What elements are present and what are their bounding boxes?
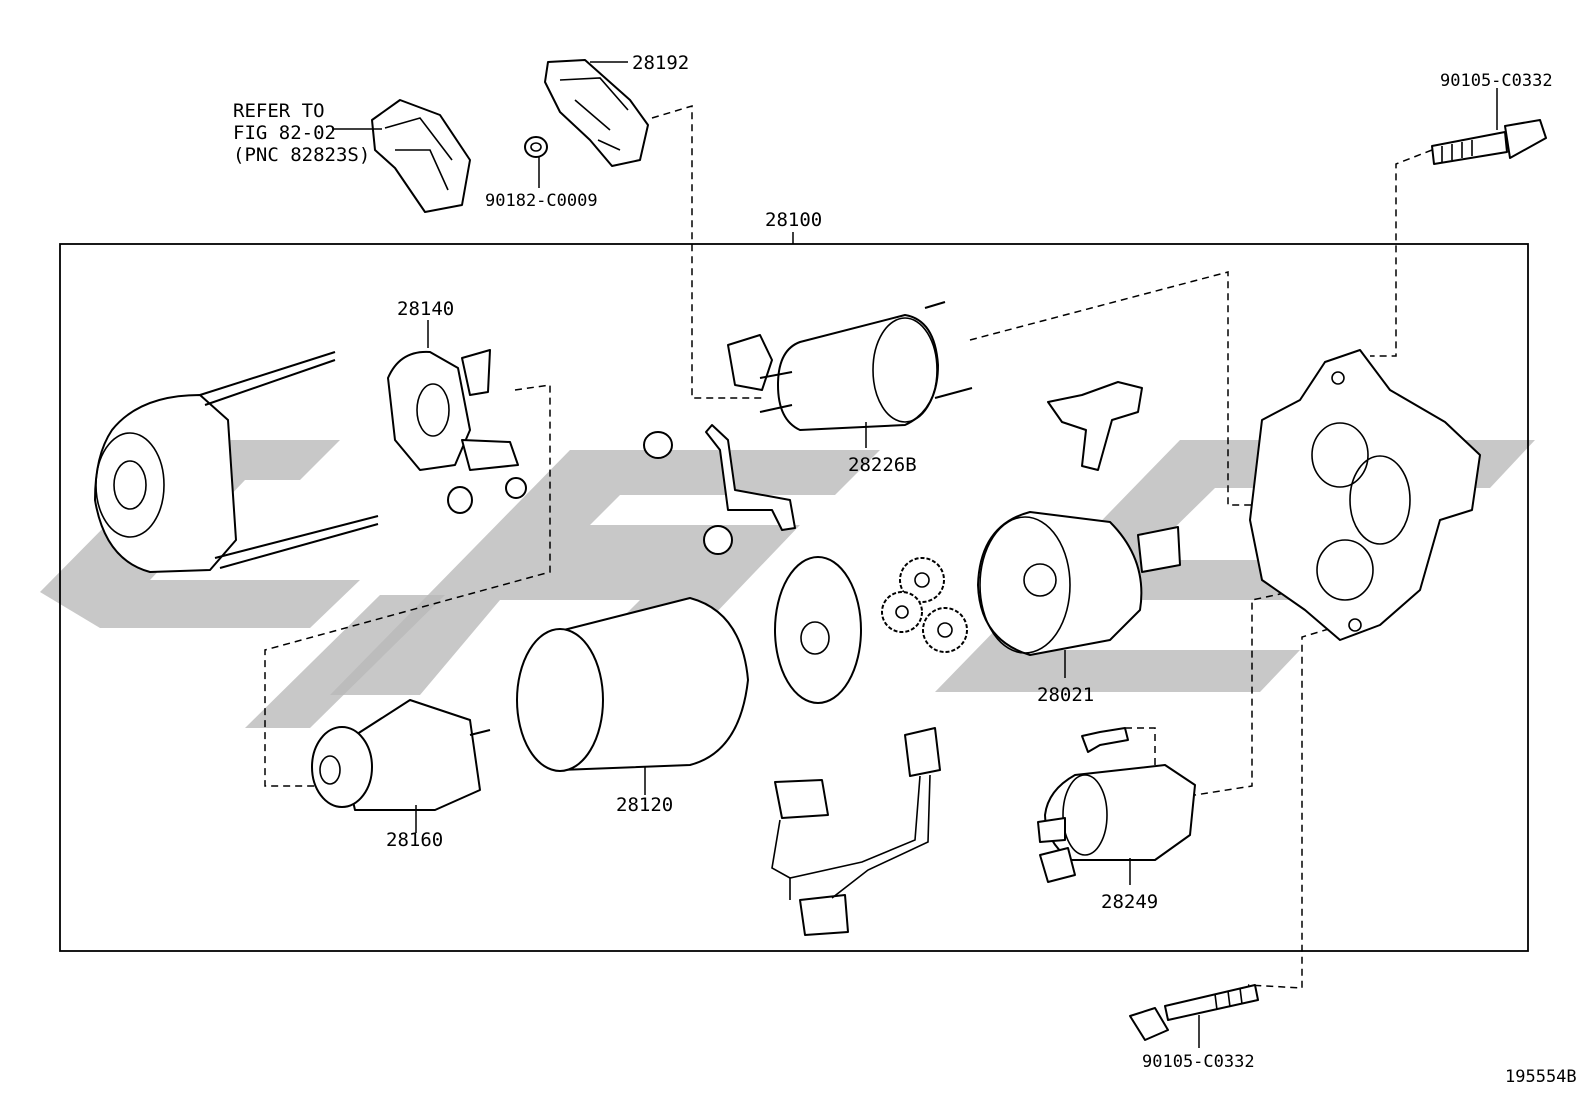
- part-small-hardware: [643, 424, 796, 555]
- part-28160-armature: [311, 699, 491, 811]
- label-28226B: 28226B: [848, 454, 917, 476]
- part-drive-housing: [1249, 349, 1481, 641]
- part-washer-plate: [774, 556, 862, 704]
- label-28160: 28160: [386, 829, 443, 851]
- part-28120-yoke: [516, 597, 749, 772]
- part-idler-gears: [881, 557, 968, 653]
- label-28100: 28100: [765, 209, 822, 231]
- part-90105-bolt-top: [1431, 119, 1547, 165]
- part-28226B-magnet-switch: [727, 301, 973, 431]
- label-90182-C0009: 90182-C0009: [485, 191, 598, 211]
- part-90182-nut: [524, 136, 548, 158]
- part-yoke-housing: [94, 351, 379, 573]
- label-refer-1: REFER TO: [233, 100, 325, 122]
- part-28140-brush-holder: [387, 349, 527, 514]
- label-28120: 28120: [616, 794, 673, 816]
- part-28021-starter-clutch: [977, 511, 1181, 656]
- label-refer-3: (PNC 82823S): [233, 144, 370, 166]
- part-reference-connector: [371, 99, 471, 213]
- label-90105-C0332-top: 90105-C0332: [1440, 71, 1553, 91]
- label-90105-C0332-bottom: 90105-C0332: [1142, 1052, 1255, 1072]
- part-wire-harness: [771, 727, 941, 936]
- part-shift-lever: [1047, 381, 1143, 471]
- label-28249: 28249: [1101, 891, 1158, 913]
- part-28192-cover: [544, 59, 649, 167]
- part-90105-bolt-bottom: [1129, 984, 1259, 1041]
- label-28140: 28140: [397, 298, 454, 320]
- part-28249-switch: [1037, 727, 1196, 883]
- figure-code: 195554B: [1505, 1067, 1577, 1087]
- label-28021: 28021: [1037, 684, 1094, 706]
- assembly-frame: [59, 243, 1529, 952]
- label-28192: 28192: [632, 52, 689, 74]
- label-refer-2: FIG 82-02: [233, 122, 336, 144]
